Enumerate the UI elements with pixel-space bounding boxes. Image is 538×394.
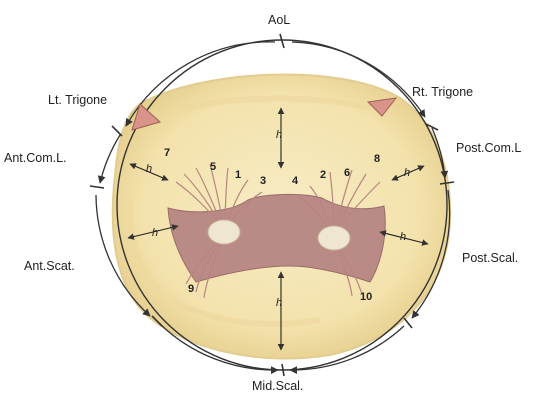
chord-number-10: 10 — [360, 291, 372, 303]
chord-number-7: 7 — [164, 147, 170, 159]
chord-number-6: 6 — [344, 167, 350, 179]
label-post-com: Post.Com.L — [456, 141, 521, 155]
left-papillary-muscle — [208, 220, 240, 244]
chord-number-4: 4 — [292, 175, 299, 187]
right-papillary-muscle — [318, 226, 350, 250]
h-label-top: h — [276, 129, 282, 141]
chord-number-3: 3 — [260, 175, 266, 187]
label-rt-trigone: Rt. Trigone — [412, 85, 473, 99]
label-aol: AoL — [268, 13, 290, 27]
chord-number-5: 5 — [210, 161, 216, 173]
h-label-upper-right: h — [404, 167, 410, 179]
h-label-bottom: h — [276, 297, 282, 309]
h-label-lower-right: h — [400, 231, 406, 243]
h-label-lower-left: h — [152, 227, 158, 239]
chord-number-2: 2 — [320, 169, 326, 181]
label-lt-trigone: Lt. Trigone — [48, 93, 107, 107]
chord-number-9: 9 — [188, 283, 194, 295]
label-mid-scal: Mid.Scal. — [252, 379, 303, 393]
chord-number-1: 1 — [235, 169, 241, 181]
chord-number-8: 8 — [374, 153, 380, 165]
label-ant-scal: Ant.Scat. — [24, 259, 75, 273]
label-post-scal: Post.Scal. — [462, 251, 518, 265]
label-ant-com: Ant.Com.L. — [4, 151, 67, 165]
h-label-upper-left: h — [146, 163, 152, 175]
